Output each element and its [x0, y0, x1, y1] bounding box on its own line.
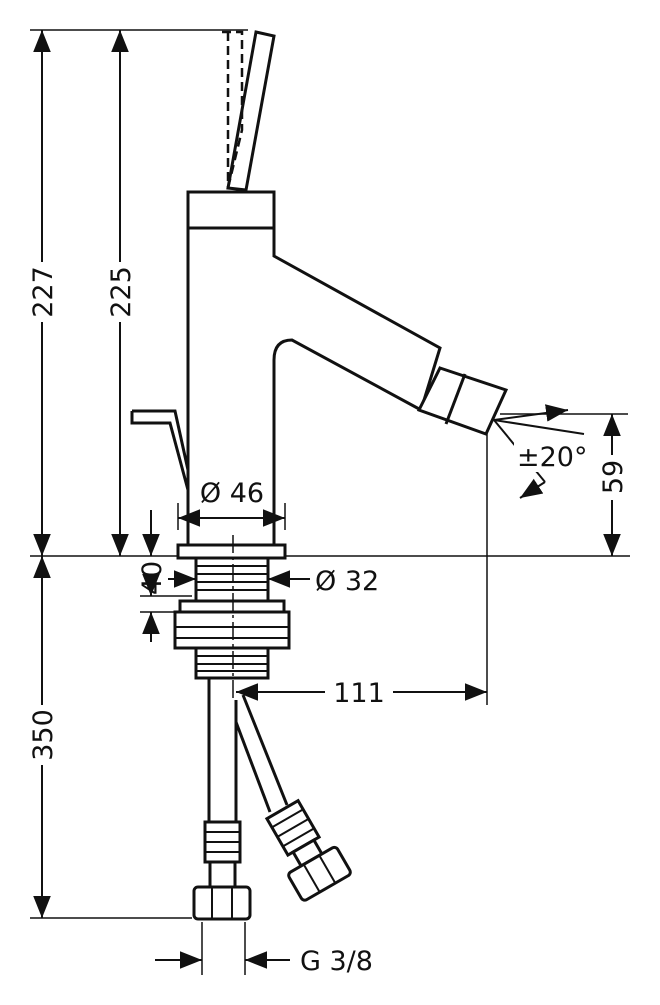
label-111: 111 — [333, 678, 385, 709]
lever-handle — [222, 30, 276, 192]
supply-hoses — [192, 678, 352, 921]
label-angle: ±20° — [517, 442, 587, 473]
label-diameter-46: Ø 46 — [200, 478, 264, 509]
label-59: 59 — [598, 460, 629, 494]
label-40: 40 — [137, 561, 168, 595]
dimension-labels: 227 225 350 59 40 Ø 46 Ø 32 111 ±20° G 3… — [26, 262, 629, 977]
label-350: 350 — [28, 709, 59, 761]
mounting-shank — [173, 535, 291, 700]
label-227: 227 — [28, 266, 59, 318]
label-diameter-32: Ø 32 — [315, 566, 379, 597]
label-thread: G 3/8 — [300, 946, 373, 977]
dimension-lines — [33, 29, 621, 969]
label-225: 225 — [106, 266, 137, 318]
faucet-body — [130, 190, 509, 547]
